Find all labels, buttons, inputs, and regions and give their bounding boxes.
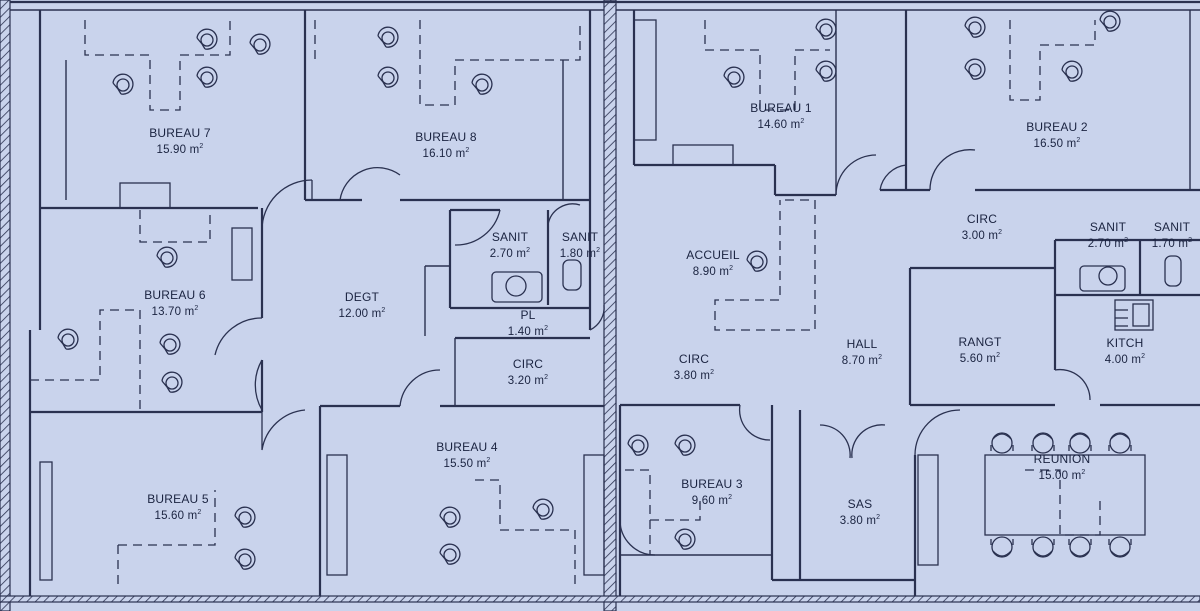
room-sanit-d: SANIT 1.70 m2 bbox=[1152, 220, 1192, 251]
room-name: PL bbox=[520, 308, 536, 322]
room-bureau-6: BUREAU 6 13.70 m2 bbox=[144, 288, 206, 319]
room-name: BUREAU 5 bbox=[147, 492, 209, 506]
room-rangt: RANGT 5.60 m2 bbox=[959, 335, 1002, 366]
room-name: SAS bbox=[847, 497, 873, 511]
room-area: 8.70 m2 bbox=[841, 354, 883, 367]
room-name: SANIT bbox=[491, 230, 529, 244]
room-area: 16.50 m2 bbox=[1033, 137, 1081, 150]
room-name: HALL bbox=[846, 337, 878, 351]
room-kitch: KITCH 4.00 m2 bbox=[1105, 336, 1145, 367]
room-area: 13.70 m2 bbox=[151, 305, 199, 318]
room-bureau-5: BUREAU 5 15.60 m2 bbox=[147, 492, 209, 523]
room-sanit-b: SANIT 1.80 m2 bbox=[560, 230, 600, 261]
room-bureau-2: BUREAU 2 16.50 m2 bbox=[1026, 120, 1088, 151]
room-sas: SAS 3.80 m2 bbox=[840, 497, 880, 528]
room-accueil: ACCUEIL 8.90 m2 bbox=[686, 248, 739, 279]
room-area: 15.60 m2 bbox=[154, 509, 202, 522]
room-bureau-3: BUREAU 3 9.60 m2 bbox=[681, 477, 743, 508]
room-name: SANIT bbox=[561, 230, 599, 244]
interior-walls-right bbox=[491, 10, 1200, 596]
room-name: KITCH bbox=[1106, 336, 1144, 350]
room-name: SANIT bbox=[1089, 220, 1127, 234]
workstations-dashed bbox=[30, 20, 1101, 590]
chairs bbox=[57, 10, 1132, 570]
room-area: 15.90 m2 bbox=[156, 143, 204, 156]
meeting-table bbox=[984, 454, 1146, 536]
room-name: DEGT bbox=[344, 290, 380, 304]
doors bbox=[214, 149, 1091, 556]
room-area: 5.60 m2 bbox=[959, 352, 1001, 365]
room-area: 15.50 m2 bbox=[443, 457, 491, 470]
room-area: 2.70 m2 bbox=[489, 247, 531, 260]
room-sanit-a: SANIT 2.70 m2 bbox=[490, 230, 530, 261]
room-name: CIRC bbox=[678, 352, 710, 366]
room-area: 1.80 m2 bbox=[559, 247, 601, 260]
room-area: 12.00 m2 bbox=[338, 307, 386, 320]
room-area: 15.00 m2 bbox=[1038, 469, 1086, 482]
room-area: 9.60 m2 bbox=[691, 494, 733, 507]
room-name: CIRC bbox=[966, 212, 998, 226]
room-name: BUREAU 3 bbox=[681, 477, 743, 491]
room-bureau-8: BUREAU 8 16.10 m2 bbox=[415, 130, 477, 161]
room-name: SANIT bbox=[1153, 220, 1191, 234]
room-circ-top: CIRC 3.00 m2 bbox=[962, 212, 1002, 243]
room-name: REUNION bbox=[1033, 452, 1091, 466]
room-area: 8.90 m2 bbox=[692, 265, 734, 278]
room-name: RANGT bbox=[958, 335, 1002, 349]
room-name: BUREAU 1 bbox=[750, 101, 812, 115]
room-reunion: REUNION 15.00 m2 bbox=[1034, 452, 1091, 483]
room-pl: PL 1.40 m2 bbox=[508, 308, 548, 339]
room-bureau-1: BUREAU 1 14.60 m2 bbox=[750, 101, 812, 132]
room-hall: HALL 8.70 m2 bbox=[842, 337, 882, 368]
room-name: BUREAU 8 bbox=[415, 130, 477, 144]
room-name: BUREAU 2 bbox=[1026, 120, 1088, 134]
room-area: 3.80 m2 bbox=[673, 369, 715, 382]
room-area: 3.00 m2 bbox=[961, 229, 1003, 242]
room-name: BUREAU 4 bbox=[436, 440, 498, 454]
interior-walls-left bbox=[28, 10, 605, 596]
room-name: BUREAU 7 bbox=[149, 126, 211, 140]
room-circ-left: CIRC 3.80 m2 bbox=[674, 352, 714, 383]
room-bureau-7: BUREAU 7 15.90 m2 bbox=[149, 126, 211, 157]
room-name: ACCUEIL bbox=[686, 248, 740, 262]
room-area: 1.70 m2 bbox=[1151, 237, 1193, 250]
room-name: BUREAU 6 bbox=[144, 288, 206, 302]
room-area: 3.80 m2 bbox=[839, 514, 881, 527]
room-name: CIRC bbox=[512, 357, 544, 371]
room-area: 14.60 m2 bbox=[757, 118, 805, 131]
room-sanit-c: SANIT 2.70 m2 bbox=[1088, 220, 1128, 251]
room-circ-mid: CIRC 3.20 m2 bbox=[508, 357, 548, 388]
room-area: 2.70 m2 bbox=[1087, 237, 1129, 250]
room-bureau-4: BUREAU 4 15.50 m2 bbox=[436, 440, 498, 471]
room-area: 4.00 m2 bbox=[1104, 353, 1146, 366]
room-area: 1.40 m2 bbox=[507, 325, 549, 338]
room-area: 3.20 m2 bbox=[507, 374, 549, 387]
room-area: 16.10 m2 bbox=[422, 147, 470, 160]
room-degt: DEGT 12.00 m2 bbox=[338, 290, 385, 321]
